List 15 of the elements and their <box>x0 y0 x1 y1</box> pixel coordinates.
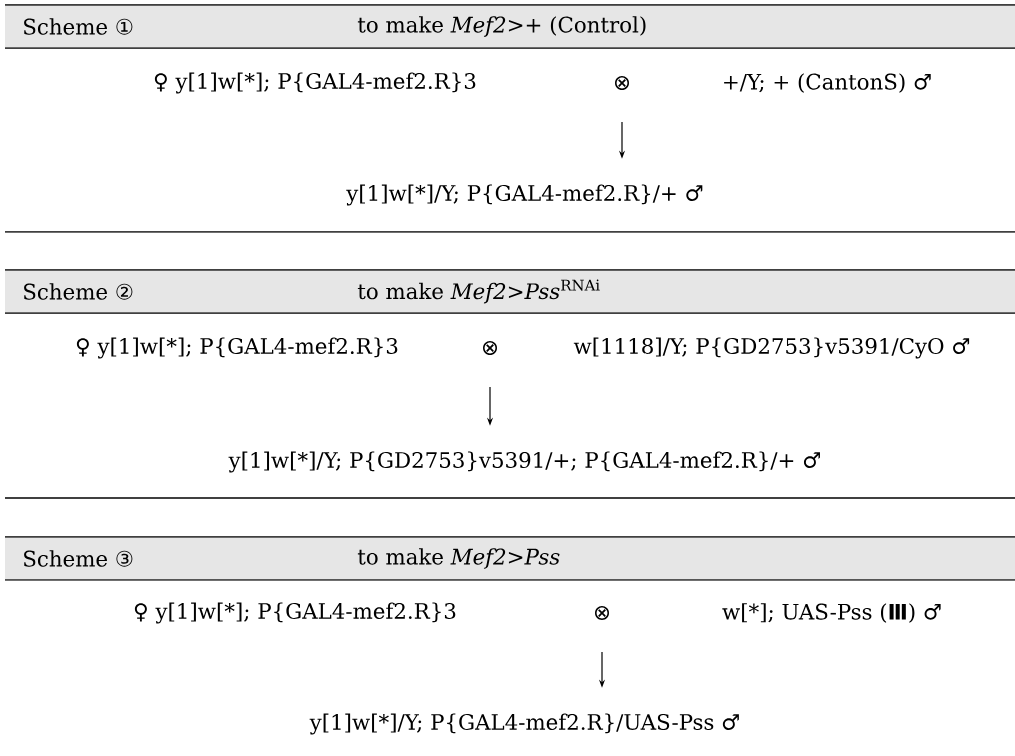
genotype-text: y[1]w[*]/Y; P{GAL4-mef2.R}/UAS-Pss ♂ <box>309 713 739 735</box>
header-band: Scheme ② to make Mef2>Pss$^{RNAi}$ <box>5 270 1015 313</box>
genotype-text: y[1]w[*]/Y; P{GAL4-mef2.R}/+ ♂ <box>346 184 703 206</box>
cross-symbol: ⊗ <box>483 341 497 355</box>
genotype-text: w[*]; UAS-Pss (Ⅲ) ♂ <box>722 603 941 623</box>
header-band: Scheme ① to make Mef2>+ (Control) <box>5 5 1015 48</box>
genotype-text: ♀ y[1]w[*]; P{GAL4-mef2.R}3 <box>154 72 476 94</box>
genotype-text: w[1118]/Y; P{GD2753}v5391/CyO ♂ <box>573 337 970 359</box>
genotype-text: ♀ y[1]w[*]; P{GAL4-mef2.R}3 <box>134 602 456 624</box>
genotype-text: +/Y; + (CantonS) ♂ <box>724 73 931 93</box>
genotype-text: ♀ y[1]w[*]; P{GAL4-mef2.R}3 <box>76 337 398 359</box>
genotype-text: y[1]w[*]/Y; P{GD2753}v5391/+; P{GAL4-mef2.R}/+ ♂ <box>228 451 820 473</box>
cross-symbol: ⊗ <box>615 76 629 90</box>
cross-symbol: ⊗ <box>595 606 609 620</box>
header-band: Scheme ③ to make Mef2>Pss <box>5 537 1015 580</box>
